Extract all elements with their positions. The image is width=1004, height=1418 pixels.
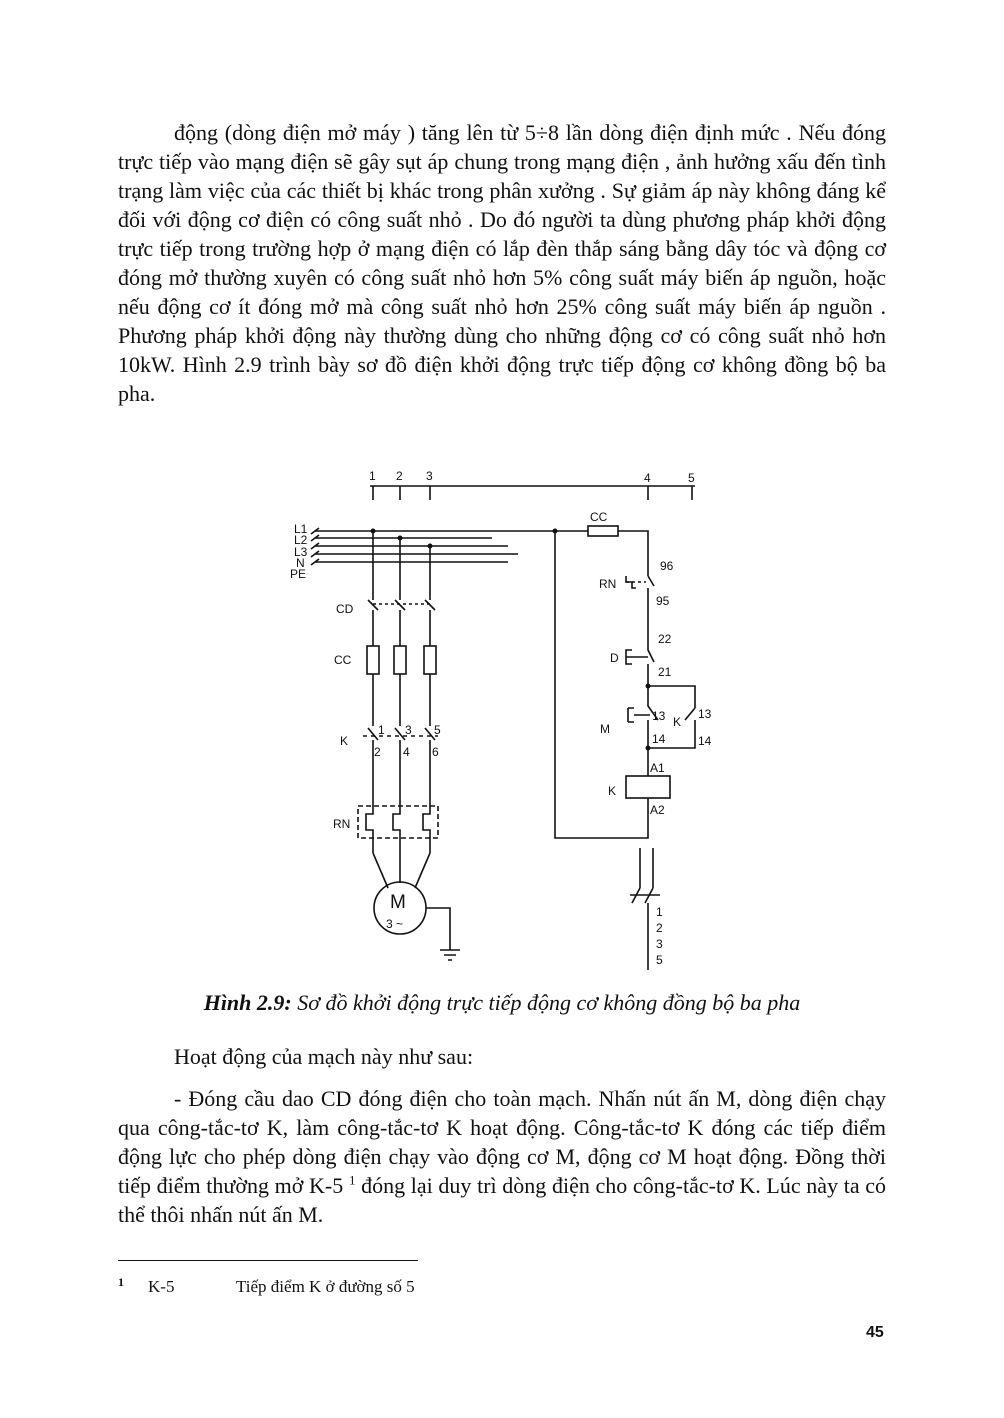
contact-number: 6 [432,745,439,759]
contact-number: 5 [434,723,441,737]
figure-caption: Hình 2.9: Sơ đồ khởi động trực tiếp động… [118,990,886,1016]
motor-symbol: M [390,892,406,913]
line-number: 2 [396,469,403,483]
contact-number: 3 [405,723,412,737]
hold-contact-label: K [673,715,681,729]
terminal-number: 95 [656,594,670,608]
terminal-number: 96 [660,559,674,573]
contact-number: 2 [374,745,381,759]
line-number: 5 [688,471,695,485]
start-button-label: M [600,722,610,736]
terminal-number: 21 [658,665,672,679]
stop-button-label: D [610,651,619,665]
terminal-number: 13 [698,707,712,721]
control-fuse-label: CC [590,510,608,524]
operation-text: - Đóng cầu dao CD đóng điện cho toàn mạc… [118,1086,886,1198]
contact-line-number: 5 [656,953,663,967]
page-number: 45 [866,1324,884,1341]
terminal-number: 14 [652,732,666,746]
contact-line-number: 3 [656,937,663,951]
operation-paragraph: - Đóng cầu dao CD đóng điện cho toàn mạc… [118,1084,886,1229]
motor-phase: 3 ~ [386,917,403,931]
terminal-number: 13 [652,709,666,723]
footnote-reference[interactable]: 1 [348,1172,356,1188]
circuit-svg: 1 2 3 4 5 L1 L2 L3 N PE CD CC K 1 3 5 2 … [290,469,712,970]
line-number: 3 [426,469,433,483]
terminal-number: 22 [658,632,672,646]
contact-line-number: 2 [656,921,663,935]
footnote-definition: Tiếp điểm K ở đường số 5 [236,1277,415,1296]
footnote-mark: 1 [118,1275,124,1289]
contact-number: 4 [403,745,410,759]
terminal-number: 14 [698,734,712,748]
footnote-divider [118,1260,418,1261]
line-number: 1 [369,469,376,483]
caption-text: Sơ đồ khởi động trực tiếp động cơ không … [297,990,801,1015]
contact-line-number: 1 [656,905,663,919]
contact-number: 1 [378,723,385,737]
line-number: 4 [644,471,651,485]
coil-terminal: A2 [650,803,665,817]
fuse-label: CC [334,653,352,667]
footnote: 1 K-5 Tiếp điểm K ở đường số 5 [118,1275,415,1297]
coil-label: K [608,784,616,798]
coil-terminal: A1 [650,761,665,775]
intro-paragraph: động (dòng điện mở máy ) tăng lên từ 5÷8… [118,120,886,406]
power-line-label: L3 [294,545,308,559]
contactor-label: K [340,734,348,748]
caption-label: Hình 2.9: [203,990,292,1015]
circuit-diagram: 1 2 3 4 5 L1 L2 L3 N PE CD CC K 1 3 5 2 … [270,458,720,978]
power-line-label: PE [290,567,306,581]
power-line-label: L1 [294,522,308,536]
thermal-relay-label: RN [333,817,350,831]
footnote-term: K-5 [148,1277,175,1296]
operation-text: đóng lại duy trì dòng điện cho công-tắc-… [118,1173,887,1227]
operation-title: Hoạt động của mạch này như sau: [174,1044,474,1069]
power-line-label: N [296,556,305,570]
power-line-label: L2 [294,533,308,547]
switch-label: CD [336,602,354,616]
relay-contact-label: RN [599,577,616,591]
